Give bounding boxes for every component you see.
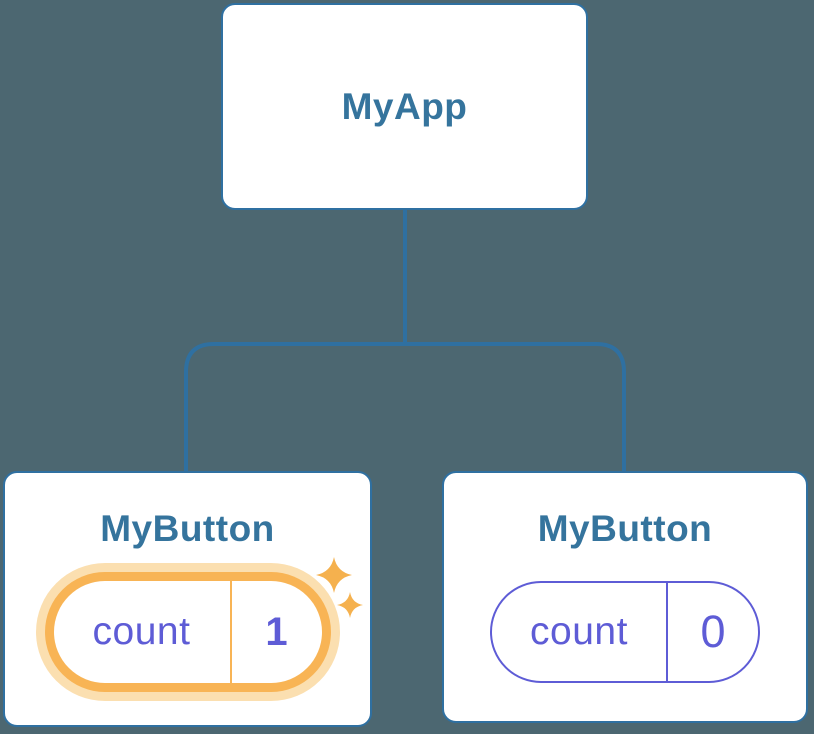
node-myapp-label: MyApp <box>341 85 468 127</box>
state-value: 1 <box>265 609 288 654</box>
state-pill-highlight-ring: count 1 <box>44 572 331 692</box>
sparkle-large <box>315 557 352 593</box>
state-pill: count 1 <box>53 581 322 683</box>
state-pill: count 0 <box>490 581 760 683</box>
state-key-label: count <box>92 610 191 653</box>
state-pill-area: count 0 <box>490 563 760 701</box>
node-mybutton-2: MyButton count 0 <box>442 471 808 723</box>
state-pill-divider <box>666 583 668 681</box>
connector-branch <box>184 342 626 472</box>
node-myapp: MyApp <box>221 3 588 210</box>
state-key-label: count <box>530 610 628 653</box>
node-mybutton-2-label: MyButton <box>537 508 713 549</box>
node-mybutton-1-label: MyButton <box>100 508 275 549</box>
node-mybutton-1: MyButton count 1 <box>3 471 372 727</box>
state-value: 0 <box>700 606 726 657</box>
state-pill-area: count 1 <box>35 557 363 701</box>
sparkles-icon <box>315 557 363 618</box>
state-pill-divider <box>229 581 232 683</box>
sparkle-small <box>336 592 363 618</box>
state-pill-highlighted: count 1 <box>35 557 363 701</box>
